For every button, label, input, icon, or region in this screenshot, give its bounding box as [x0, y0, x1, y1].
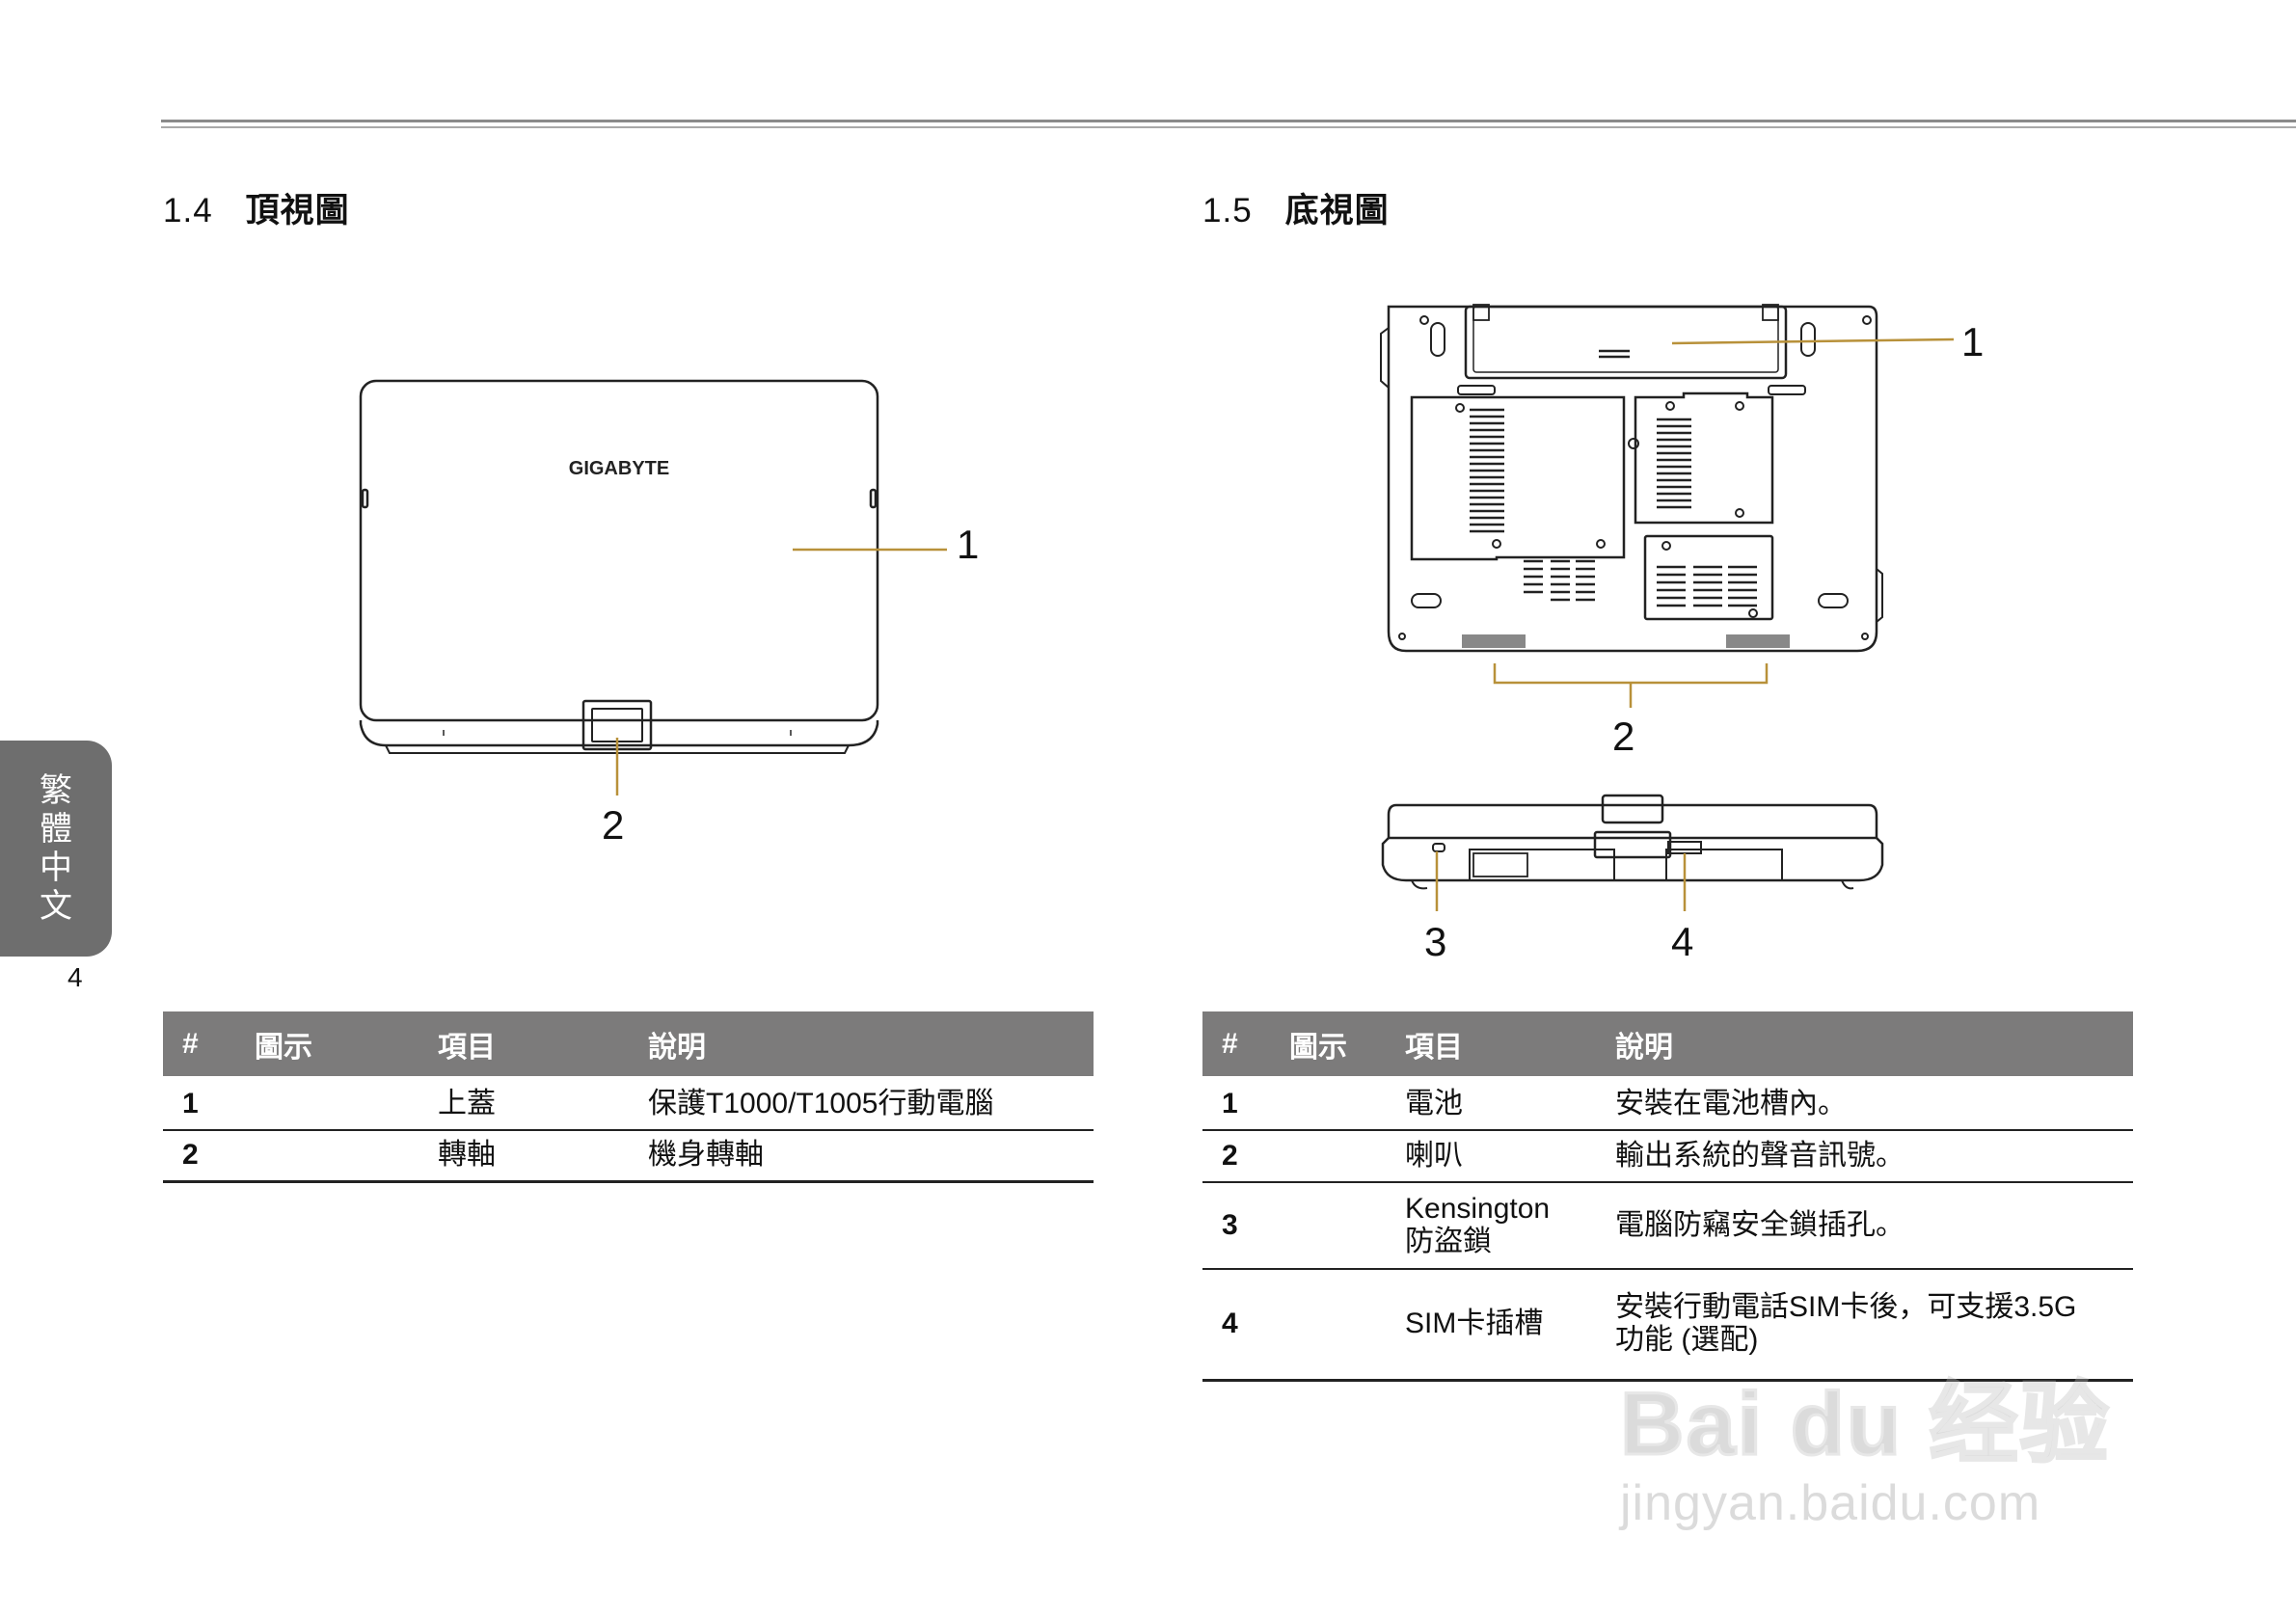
bottom-view-figure	[1380, 304, 1955, 708]
row-item: 轉軸	[419, 1129, 629, 1183]
row-icon-cell	[1270, 1268, 1386, 1382]
column-header: 項目	[1386, 1011, 1596, 1079]
row-item-line: SIM卡插槽	[1405, 1308, 1544, 1340]
language-side-tab: 繁 體 中 文	[0, 741, 112, 957]
rear-body-outline	[1381, 837, 1884, 882]
column-header: 圖示	[1270, 1011, 1386, 1079]
row-item-line: 防盜鎖	[1405, 1225, 1492, 1257]
column-header: 說明	[629, 1011, 1094, 1079]
row-number: 1	[1202, 1077, 1270, 1131]
bottom-view-parts-table: # 圖示 項目 說明 1 電池 安裝在電池槽內。 2 喇叭 輸出系統的聲音訊號。…	[1202, 1011, 2133, 1382]
top-rule-secondary	[161, 126, 2296, 128]
top-view-parts-table: # 圖示 項目 說明 1 上蓋 保護T1000/T1005行動電腦 2 轉軸 機…	[163, 1011, 1094, 1183]
callout-number: 1	[1961, 319, 1985, 364]
row-icon-cell	[235, 1129, 419, 1183]
side-tab-char: 中	[40, 849, 72, 886]
row-description: 輸出系統的聲音訊號。	[1596, 1129, 2133, 1183]
row-number: 2	[1202, 1129, 1270, 1183]
row-description: 保護T1000/T1005行動電腦	[629, 1077, 1094, 1131]
callout-number: 2	[602, 802, 625, 848]
top-view-figure: GIGABYTE	[359, 379, 947, 796]
row-description-line: 電腦防竊安全鎖插孔。	[1615, 1208, 1904, 1241]
laptop-bottom-outline	[1387, 305, 1878, 653]
callout-number: 2	[1612, 714, 1635, 759]
row-number: 2	[163, 1129, 235, 1183]
row-item-line: 電池	[1405, 1087, 1463, 1119]
table-row: 2 喇叭 輸出系統的聲音訊號。	[1202, 1129, 2133, 1183]
watermark-line: Bai du 经验	[1619, 1374, 2111, 1475]
row-number: 4	[1202, 1268, 1270, 1382]
side-tab-char: 體	[40, 811, 72, 848]
row-item: 上蓋	[419, 1077, 629, 1131]
callout-number: 4	[1671, 919, 1694, 964]
row-description-line: 安裝在電池槽內。	[1615, 1087, 1847, 1119]
table-header-row: # 圖示 項目 說明	[1202, 1011, 2133, 1079]
row-icon-cell	[1270, 1181, 1386, 1270]
row-icon-cell	[1270, 1077, 1386, 1131]
row-description: 機身轉軸	[629, 1129, 1094, 1183]
section-heading-bottom-view: 1.5 底視圖	[1202, 183, 1390, 232]
hdd-panel-outline	[1634, 391, 1774, 525]
page-number: 4	[68, 962, 83, 992]
row-item-line: 喇叭	[1405, 1139, 1463, 1172]
side-tab-char: 文	[40, 888, 72, 925]
row-description: 安裝在電池槽內。	[1596, 1077, 2133, 1131]
table-row: 1 上蓋 保護T1000/T1005行動電腦	[163, 1077, 1094, 1131]
section-heading-top-view: 1.4 頂視圖	[163, 183, 350, 232]
rear-view-figure	[1381, 794, 1884, 911]
row-icon-cell	[1270, 1129, 1386, 1183]
column-header: #	[1202, 1011, 1270, 1079]
row-item: 喇叭	[1386, 1129, 1596, 1183]
table-row: 1 電池 安裝在電池槽內。	[1202, 1077, 2133, 1131]
row-description-line: 安裝行動電話SIM卡後，可支援3.5G	[1615, 1291, 2077, 1324]
section-number: 1.5	[1202, 192, 1253, 229]
side-tab-char: 繁	[40, 772, 72, 809]
row-item-line: Kensington	[1405, 1192, 1551, 1225]
column-header: 項目	[419, 1011, 629, 1079]
row-icon-cell	[235, 1077, 419, 1131]
row-item: SIM卡插槽	[1386, 1268, 1596, 1382]
callout-number: 3	[1424, 919, 1447, 964]
row-item: 電池	[1386, 1077, 1596, 1131]
top-rule	[161, 120, 2296, 122]
row-number: 3	[1202, 1181, 1270, 1270]
section-number: 1.4	[163, 192, 213, 229]
callout-bracket-2	[1493, 663, 1769, 708]
column-header: 圖示	[235, 1011, 419, 1079]
memory-panel-outline	[1410, 395, 1626, 561]
watermark-line: jingyan.baidu.com	[1620, 1475, 2041, 1531]
speaker-grilles	[1462, 634, 1790, 648]
section-title: 底視圖	[1284, 192, 1390, 229]
baidu-watermark: Bai du 经验 jingyan.baidu.com	[1619, 1352, 2160, 1532]
callout-number: 1	[957, 522, 980, 567]
row-number: 1	[163, 1077, 235, 1131]
gigabyte-logo: GIGABYTE	[569, 458, 669, 479]
table-row: 2 轉軸 機身轉軸	[163, 1129, 1094, 1183]
column-header: #	[163, 1011, 235, 1079]
row-description-line: 功能 (選配)	[1615, 1324, 1759, 1357]
row-description-line: 輸出系統的聲音訊號。	[1615, 1139, 1904, 1172]
column-header: 說明	[1596, 1011, 2133, 1079]
callout-line-1	[1671, 337, 1955, 345]
row-description: 電腦防竊安全鎖插孔。	[1596, 1181, 2133, 1270]
section-title: 頂視圖	[245, 192, 350, 229]
table-header-row: # 圖示 項目 說明	[163, 1011, 1094, 1079]
